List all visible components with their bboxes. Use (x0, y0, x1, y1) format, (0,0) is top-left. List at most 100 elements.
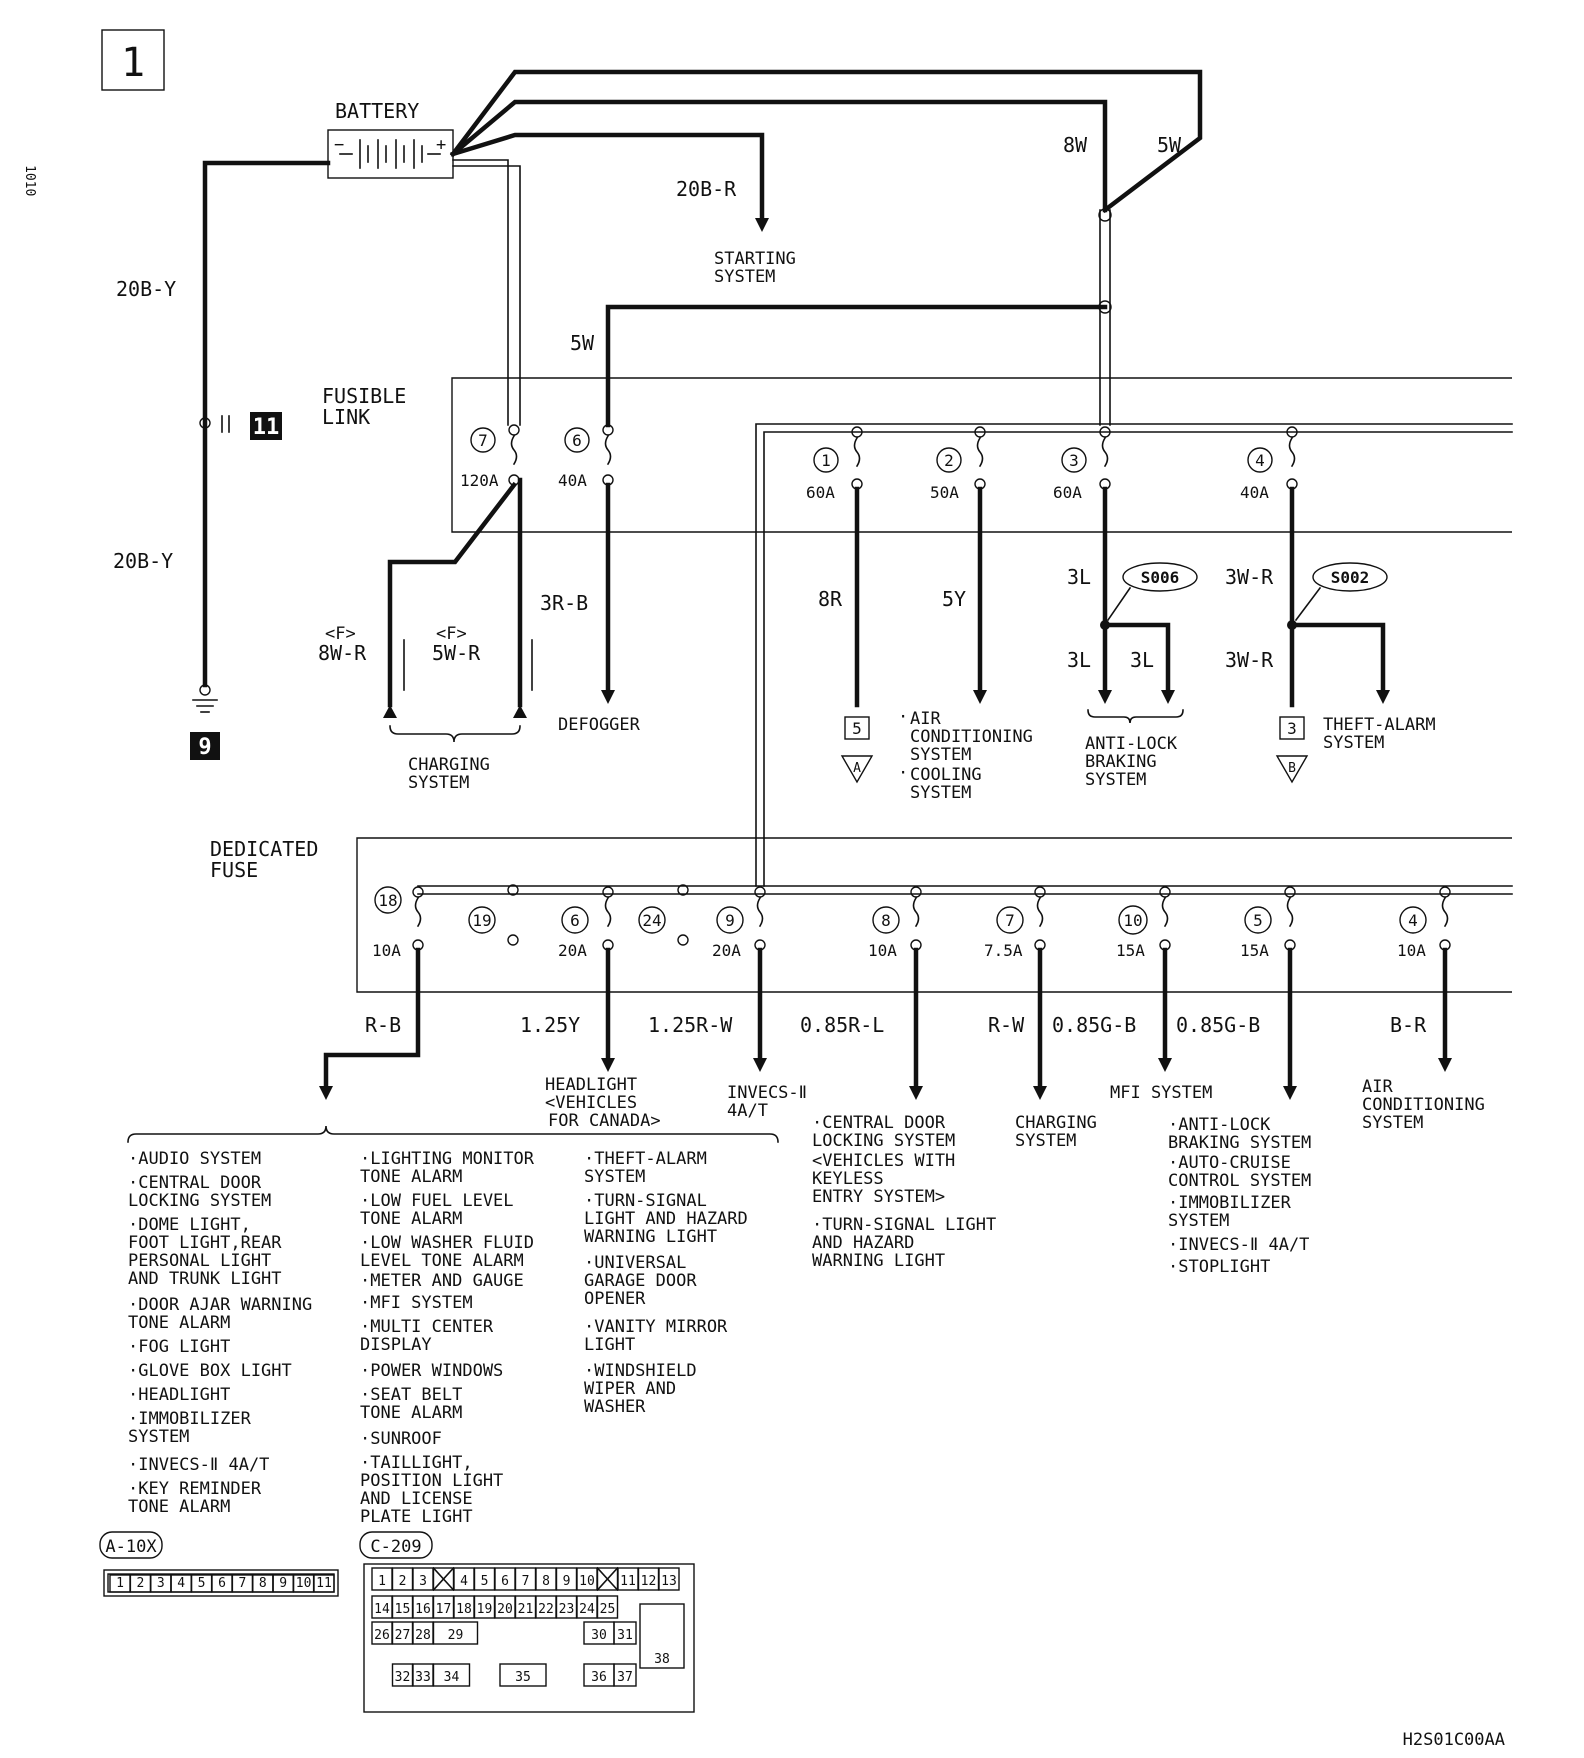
fl-fuse-3-amp: 60A (1053, 483, 1082, 502)
page-number-box (101, 29, 165, 91)
pin-number: 25 (600, 1602, 616, 1617)
fl1-wire-label: 8R (818, 587, 843, 611)
pin-number: 18 (456, 1602, 472, 1617)
pin-number: 7 (238, 1576, 246, 1591)
list-item: ·SEAT BELT (360, 1385, 462, 1405)
pin-number: 9 (563, 1574, 571, 1589)
pin-number: 15 (395, 1602, 411, 1617)
df-fuse-6-amp: 20A (558, 941, 587, 960)
pointer-line (1106, 586, 1132, 622)
aircon-df-3: SYSTEM (1362, 1113, 1423, 1133)
connector-icon (199, 415, 230, 433)
list-item: TONE ALARM (128, 1497, 230, 1517)
list-item: TONE ALARM (360, 1209, 462, 1229)
arrow-icon (601, 1058, 615, 1072)
defogger-wire-label: 3R-B (540, 591, 588, 615)
df-fuse-4-no: 4 (1408, 911, 1418, 930)
list-item: AND TRUNK LIGHT (128, 1269, 282, 1289)
list-item: PERSONAL LIGHT (128, 1251, 271, 1271)
list-item: KEYLESS (812, 1169, 884, 1189)
aircon-df-2: CONDITIONING (1362, 1095, 1485, 1115)
df-wire-rb: R-B (365, 1013, 401, 1037)
list-item: FOOT LIGHT,REAR (128, 1233, 282, 1253)
pin-number: 2 (136, 1576, 144, 1591)
list-item: BRAKING SYSTEM (1168, 1133, 1311, 1153)
fusible-link-label-1: FUSIBLE (322, 384, 406, 408)
charging-f1: <F> (325, 624, 356, 644)
list-item: ·MFI SYSTEM (360, 1293, 473, 1313)
fuse-number-circle (716, 906, 744, 934)
list-item: ·TURN-SIGNAL LIGHT (812, 1215, 996, 1235)
splice-dot (1287, 620, 1297, 630)
list-item: ·DOME LIGHT, (128, 1215, 251, 1235)
list-col1: ·AUDIO SYSTEM ·CENTRAL DOOR LOCKING SYST… (128, 1149, 312, 1517)
fl4-w1: 3W-R (1225, 648, 1274, 672)
fuse-number-circle (374, 886, 402, 914)
list-item: ·HEADLIGHT (128, 1385, 230, 1405)
list-item: ·FOG LIGHT (128, 1337, 230, 1357)
pin-number: 5 (198, 1576, 206, 1591)
fl4-splice: S002 (1331, 568, 1370, 587)
df-wire-085rl: 0.85R-L (800, 1013, 884, 1037)
list-col4: ·CENTRAL DOOR LOCKING SYSTEM <VEHICLES W… (812, 1113, 996, 1271)
ground-wire-label-bottom: 20B-Y (113, 549, 173, 573)
pin-number: 31 (617, 1628, 633, 1643)
list-item: PLATE LIGHT (360, 1507, 473, 1527)
fusible-link-label-2: LINK (322, 405, 370, 429)
pin-number: 8 (259, 1576, 267, 1591)
wire-5w-label: 5W (1157, 133, 1182, 157)
pin-number: 30 (591, 1628, 607, 1643)
fuse-icon (754, 886, 766, 951)
list-item: DISPLAY (360, 1335, 432, 1355)
splice-s006 (1122, 562, 1198, 592)
pin-number: 34 (444, 1670, 460, 1685)
charging-w2: 5W-R (432, 641, 481, 665)
list-item: ·AUTO-CRUISE (1168, 1153, 1291, 1173)
list-item: CONTROL SYSTEM (1168, 1171, 1311, 1191)
df-wire-085gb-1: 0.85G-B (1052, 1013, 1136, 1037)
df-fuse-6-no: 6 (570, 911, 580, 930)
ground-badge-bg (190, 732, 220, 760)
battery-to-fl7 (452, 159, 521, 426)
df-wire-br: B-R (1390, 1013, 1427, 1037)
junction-icon (1098, 208, 1112, 222)
fl2-item-cond: CONDITIONING (910, 727, 1033, 747)
fuse-number-circle (1061, 447, 1087, 473)
mfi-system: MFI SYSTEM (1110, 1083, 1212, 1103)
wire-8w-label: 8W (1063, 133, 1088, 157)
df-fuse-5-amp: 15A (1240, 941, 1269, 960)
fl3-w2: 3L (1130, 648, 1154, 672)
pin-cell (432, 1663, 471, 1687)
arrow-icon (753, 1058, 767, 1072)
fl4-branch (1289, 622, 1386, 693)
charging-df-1: CHARGING (1015, 1113, 1097, 1133)
list-item: LEVEL TONE ALARM (360, 1251, 524, 1271)
charging-label-2: SYSTEM (408, 773, 469, 793)
df-fuse-7-no: 7 (1005, 911, 1015, 930)
pin-number: 1 (116, 1576, 124, 1591)
fl-fuse-4-amp: 40A (1240, 483, 1269, 502)
pin-number: 5 (481, 1574, 489, 1589)
fuse-number-circle (996, 906, 1024, 934)
splice-dot (1100, 620, 1110, 630)
terminal-icon (677, 934, 689, 946)
list-item: ·WINDSHIELD (584, 1361, 697, 1381)
df-fuse-8-amp: 10A (868, 941, 897, 960)
fuse-icon (1159, 886, 1171, 951)
df18-wire (323, 947, 421, 1090)
ground-wire-label-top: 20B-Y (116, 277, 176, 301)
df-fuse-4-amp: 10A (1397, 941, 1426, 960)
list-item: WARNING LIGHT (584, 1227, 717, 1247)
pin-number: 16 (415, 1602, 431, 1617)
pin-number: 20 (497, 1602, 513, 1617)
brace-icon (389, 725, 521, 743)
aircon-df-1: AIR (1362, 1077, 1393, 1097)
figure-code: H2S01C00AA (1403, 1730, 1505, 1750)
fuse-number-circle (936, 447, 962, 473)
fl3-label-1: ANTI-LOCK (1085, 734, 1178, 754)
feed-defog (605, 304, 1108, 428)
fl-fuse-6-no: 6 (572, 431, 582, 450)
arrow-icon (1158, 1058, 1172, 1072)
fl-fuse-1-no: 1 (821, 451, 831, 470)
